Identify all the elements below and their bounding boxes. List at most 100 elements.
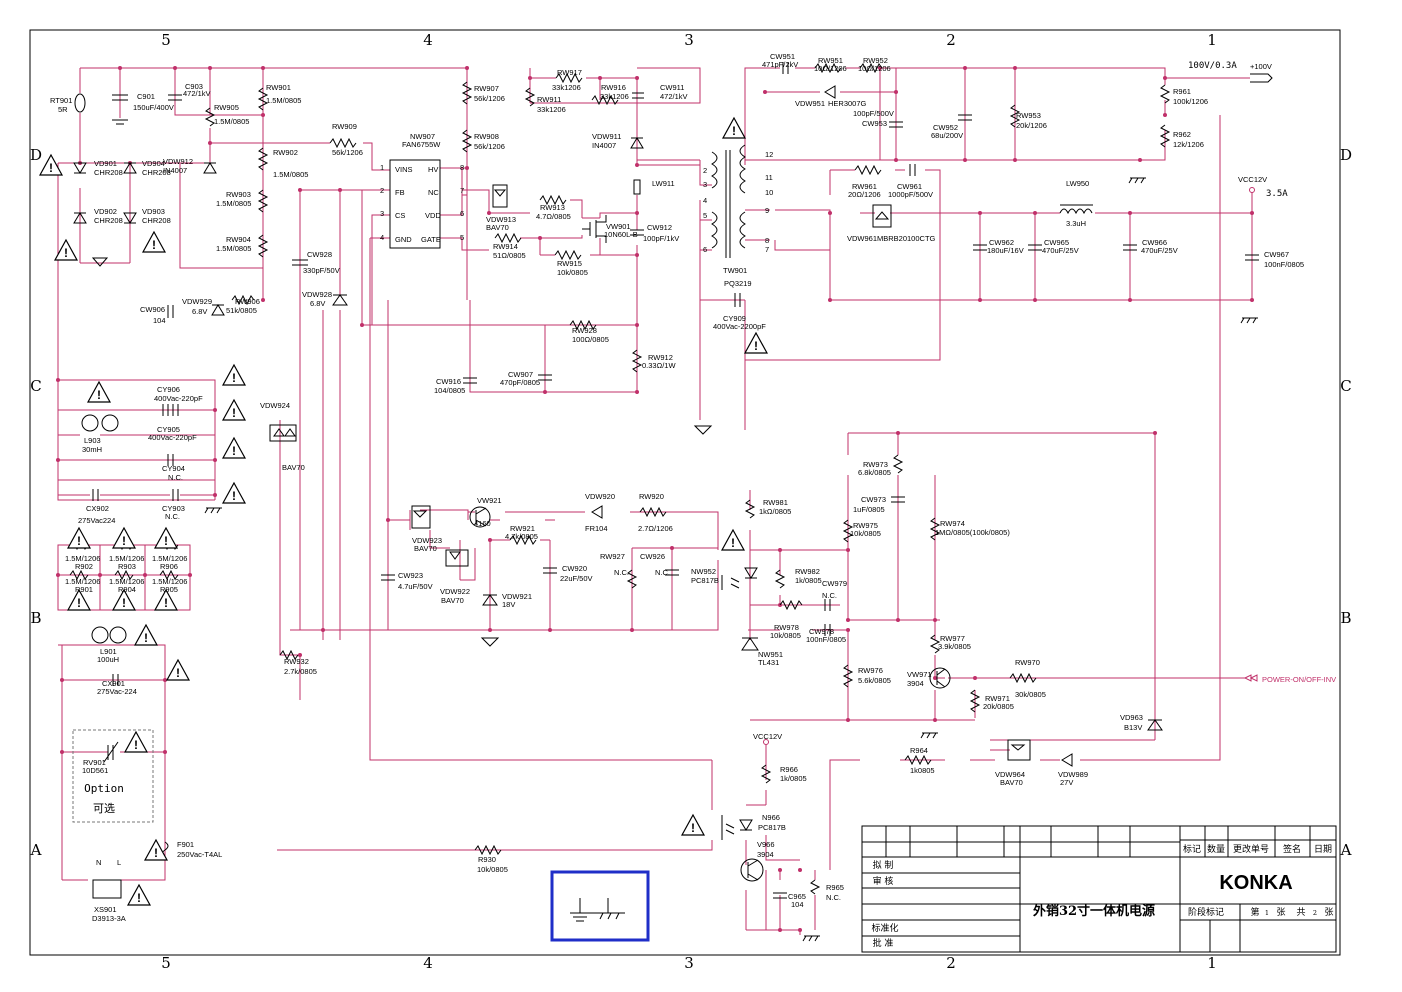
component-label-vd963v: B13V	[1124, 723, 1142, 732]
capacitor-cw961	[909, 164, 916, 176]
component-label-rv901v: 10D561	[82, 766, 108, 775]
capacitor-cw911	[632, 92, 644, 99]
ic-nw907	[389, 159, 441, 249]
svg-text:!: !	[754, 339, 758, 353]
component-label-t5: 5	[703, 211, 707, 220]
component-label-rw915v: 10k/0805	[557, 268, 588, 277]
component-labels: RT9015RC901150uF/400VC903472/1kVRW9051.5…	[50, 52, 1304, 923]
warning-icon: !	[126, 883, 152, 906]
component-label-r964: R964	[910, 746, 928, 755]
component-label-r965: R965	[826, 883, 844, 892]
capacitor-cy909	[734, 293, 741, 307]
ground-symbol	[1240, 317, 1258, 324]
title-block: 标记 数量 更改单号 签名 日期 拟 制 审 核 标准化 批 准 外销32寸一体…	[861, 825, 1337, 953]
ground-symbol	[920, 732, 938, 739]
resistor-r930	[474, 844, 502, 856]
component-label-vdw911v: IN4007	[592, 141, 616, 150]
resistor-rw911	[524, 87, 536, 107]
resistor-rw953	[1009, 104, 1021, 128]
component-label-p-cs: CS	[395, 211, 405, 220]
component-label-rw971v: 20k/0805	[983, 702, 1014, 711]
component-label-cw966v: 470uF/25V	[1141, 246, 1178, 255]
component-label-cw920: CW920	[562, 564, 587, 573]
svg-text:!: !	[77, 596, 81, 610]
component-label-n966v: PC817B	[758, 823, 786, 832]
component-label-c903v: 472/1kV	[183, 89, 211, 98]
component-label-cw916v: 104/0805	[434, 386, 465, 395]
zener-vdw928	[332, 294, 348, 306]
capacitor-cw967	[1245, 254, 1259, 261]
component-label-vdw923v: BAV70	[414, 544, 437, 553]
component-label-xs901: XS901	[94, 905, 117, 914]
component-label-rw904: RW904	[226, 235, 251, 244]
component-label-p-nc: NC	[428, 188, 439, 197]
component-label-rt901: RT901	[50, 96, 72, 105]
diode-vdw912	[203, 162, 217, 174]
component-symbols	[69, 62, 1273, 942]
component-label-rw913v: 4.7Ω/0805	[536, 212, 571, 221]
warning-icon: !	[153, 526, 179, 549]
capacitor-cx901	[112, 674, 119, 686]
optocoupler-n966	[721, 815, 753, 840]
column-marker: 5	[161, 31, 171, 49]
column-marker: 1	[1207, 954, 1217, 972]
component-label-xs901v: D3913-3A	[92, 914, 126, 923]
component-label-cw979: CW979	[822, 579, 847, 588]
component-label-vdw961: VDW961	[847, 234, 877, 243]
component-label-rw912: RW912	[648, 353, 673, 362]
component-label-cw952: CW952	[933, 123, 958, 132]
row-marker: C	[30, 377, 41, 395]
component-label-cw920v: 22uF/50V	[560, 574, 593, 583]
component-label-rw932: RW932	[284, 657, 309, 666]
component-label-t8: 8	[765, 236, 769, 245]
component-label-p-gate: GATE	[421, 235, 441, 244]
warning-icon: !	[165, 658, 191, 681]
component-label-cw923v: 4.7uF/50V	[398, 582, 433, 591]
warning-icon: !	[66, 588, 92, 611]
component-label-p-vins: VINS	[395, 165, 413, 174]
component-label-cw911v: 472/1kV	[660, 92, 688, 101]
resistor-rw928	[569, 319, 597, 331]
choke-l903	[81, 414, 99, 432]
net-labels: 100V/0.3A +100V VCC12V 3.5A VCC12V POWER…	[753, 61, 1336, 741]
resistor-rw905	[204, 107, 216, 127]
transistor-vw971	[929, 667, 951, 689]
capacitor-c903	[168, 94, 182, 101]
capacitor-cw978	[824, 624, 831, 636]
component-label-lw950: LW950	[1066, 179, 1089, 188]
component-label-rw920: RW920	[639, 492, 664, 501]
resistor-rw973	[892, 454, 904, 474]
component-label-rw953v: 20k/1206	[1016, 121, 1047, 130]
component-label-rw905v: 1.5M/0805	[214, 117, 249, 126]
component-label-n6: 6	[460, 209, 464, 218]
warning-icon: !	[153, 588, 179, 611]
component-label-nw907v: FAN6755W	[402, 140, 441, 149]
component-label-vdw920v: FR104	[585, 524, 608, 533]
output-arrow-100v	[1250, 73, 1273, 83]
resistor-rw932	[279, 649, 299, 661]
capacitor-cy906	[162, 404, 169, 416]
component-label-cy904: CY904	[162, 464, 185, 473]
component-label-cw952v: 68u/200V	[931, 131, 963, 140]
component-label-cw912: CW912	[647, 223, 672, 232]
mosfet-vw901	[582, 215, 607, 243]
component-label-cw965v: 470uF/25V	[1042, 246, 1079, 255]
component-label-r904: R904	[118, 585, 136, 594]
component-label-t12: 12	[765, 150, 773, 159]
ground-symbol	[112, 119, 128, 125]
power-on-arrow	[1243, 674, 1258, 682]
component-label-r961: R961	[1173, 87, 1191, 96]
component-label-rw913: RW913	[540, 203, 565, 212]
component-label-rw921: RW921	[510, 524, 535, 533]
column-marker: 2	[946, 954, 956, 972]
component-label-r930v: 10k/0805	[477, 865, 508, 874]
component-label-rw916: RW916	[601, 83, 626, 92]
component-label-n2: 2	[380, 186, 384, 195]
component-label-vdw920: VDW920	[585, 492, 615, 501]
component-label-r930: R930	[478, 855, 496, 864]
warning-icon: !	[743, 331, 769, 354]
component-label-vd903: VD903	[142, 207, 165, 216]
component-label-cw962: CW962	[989, 238, 1014, 247]
svg-text:!: !	[731, 536, 735, 550]
component-label-v966v: 3904	[757, 850, 774, 859]
